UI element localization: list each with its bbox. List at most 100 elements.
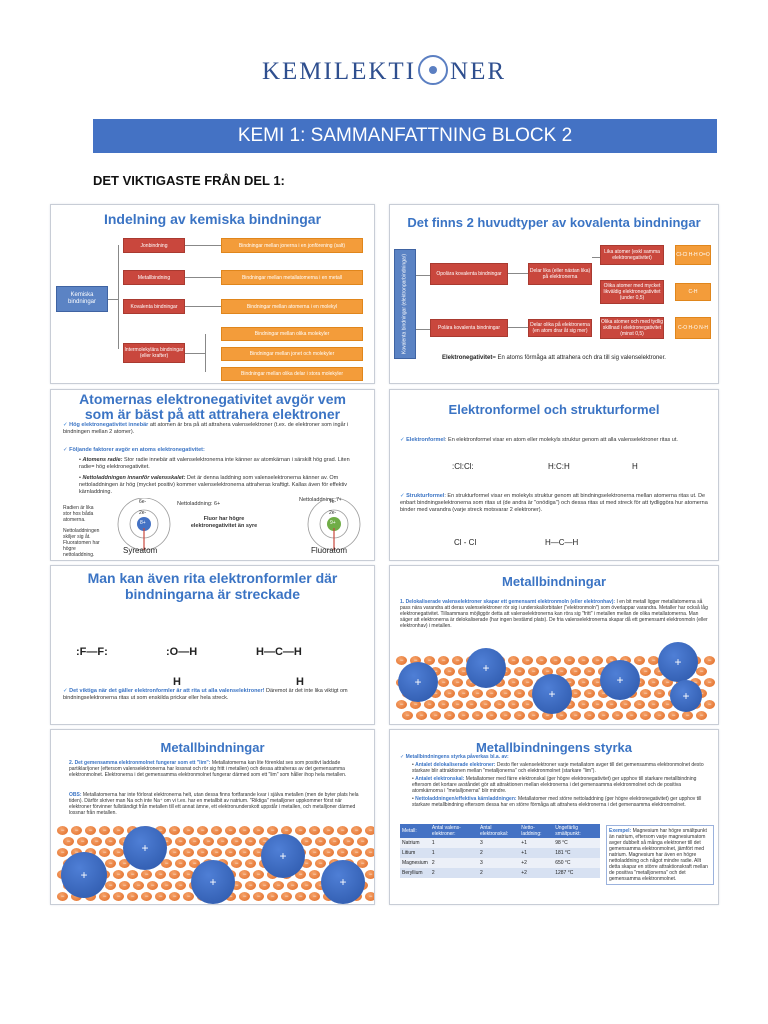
electron-icon: −: [578, 656, 590, 665]
electron-icon: −: [438, 656, 450, 665]
electron-icon: −: [309, 892, 321, 901]
electron-icon: −: [536, 656, 548, 665]
electron-icon: −: [267, 826, 279, 835]
electron-icon: −: [281, 892, 293, 901]
table-cell: 2: [478, 868, 520, 878]
electron-icon: −: [668, 711, 680, 720]
sub-text: Stor radie innebär att valenselektronern…: [79, 457, 350, 470]
panel-electronegativity: Atomernas elektronegativitet avgör vem s…: [50, 389, 375, 561]
table-cell: Natrium: [400, 838, 430, 848]
definition-text: = En atoms förmåga att attrahera och dra…: [492, 355, 666, 361]
page-title-banner: KEMI 1: SAMMANFATTNING BLOCK 2: [93, 119, 717, 153]
electron-icon: −: [438, 700, 450, 709]
panel-title: Metallbindningar: [160, 740, 265, 755]
table-cell: 1287 °C: [553, 868, 600, 878]
electron-icon: −: [183, 826, 195, 835]
electron-icon: −: [127, 892, 139, 901]
electron-icon: −: [438, 678, 450, 687]
electron-icon: −: [57, 848, 69, 857]
electron-icon: −: [522, 678, 534, 687]
connector: [592, 257, 600, 258]
table-cell: 3: [478, 838, 520, 848]
atom-label-f: Fluoratom: [311, 546, 348, 555]
panel-title: Man kan även rita elektronformler där bi…: [87, 570, 338, 602]
electron-icon: −: [508, 678, 520, 687]
electron-icon: −: [410, 700, 422, 709]
electron-formula-h: H: [632, 462, 638, 471]
electron-icon: −: [91, 837, 103, 846]
electron-icon: −: [472, 689, 484, 698]
logo-text-right: NER: [450, 58, 507, 85]
connector: [118, 245, 119, 349]
example-box: C-H: [675, 283, 711, 301]
electron-icon: −: [500, 689, 512, 698]
molecule-oh: :O—H: [166, 646, 198, 658]
factor-net-charge: • Nettoladdningen/effektiva kärnladdning…: [412, 796, 702, 808]
electron-icon: −: [273, 881, 285, 890]
bullet-factors: ✓ Följande faktorer avgör en atoms elekt…: [63, 447, 205, 453]
electron-icon: −: [113, 870, 125, 879]
electron-icon: −: [528, 711, 540, 720]
electron-icon: −: [640, 711, 652, 720]
metal-ion-icon: +: [321, 860, 365, 904]
panel-dashed-bonds: Man kan även rita elektronformler där bi…: [50, 565, 375, 725]
panel-title: Elektronformel och strukturformel: [448, 402, 660, 417]
obs-bold: OBS:: [69, 792, 82, 798]
electron-icon: −: [99, 892, 111, 901]
metal-ion-icon: +: [123, 826, 167, 870]
type-box: Opolära kovalenta bindningar: [430, 263, 508, 285]
panel-covalent-types: Det finns 2 huvudtyper av kovalenta bind…: [389, 204, 719, 384]
electron-icon: −: [239, 826, 251, 835]
electron-icon: −: [175, 837, 187, 846]
connector: [508, 327, 528, 328]
electron-icon: −: [472, 711, 484, 720]
electron-icon: −: [528, 667, 540, 676]
electron-icon: −: [295, 826, 307, 835]
note-charge: Nettoladdningen skiljer sig åt. Fluorato…: [63, 528, 100, 558]
electron-icon: −: [99, 826, 111, 835]
panel-title: Atomernas elektronegativitet avgör vem s…: [79, 391, 346, 422]
panel-title: Indelning av kemiska bindningar: [103, 211, 322, 227]
electron-icon: −: [155, 826, 167, 835]
electron-icon: −: [514, 711, 526, 720]
electron-icon: −: [105, 859, 117, 868]
electronegativity-definition: Elektronegativitet= En atoms förmåga att…: [390, 355, 718, 361]
electron-icon: −: [231, 859, 243, 868]
example-box: Exempel: Magnesium har högre smältpunkt …: [606, 825, 714, 885]
electron-icon: −: [598, 711, 610, 720]
sub-bullet-radius: • Atomens radie: Stor radie innebär att …: [79, 457, 350, 470]
point-text: Metallatomerna kan lite förenklat ses so…: [69, 760, 347, 778]
electron-icon: −: [113, 892, 125, 901]
electron-icon: −: [444, 689, 456, 698]
electron-icon: −: [592, 678, 604, 687]
electron-icon: −: [648, 700, 660, 709]
molecule-oh-h: H: [173, 676, 181, 688]
electron-icon: −: [329, 837, 341, 846]
electron-icon: −: [77, 837, 89, 846]
bullet-bold: Följande faktorer avgör en atoms elektro…: [69, 447, 205, 453]
electron-icon: −: [239, 870, 251, 879]
connector: [185, 277, 221, 278]
electron-icon: −: [155, 870, 167, 879]
electron-icon: −: [245, 859, 257, 868]
electron-icon: −: [343, 837, 355, 846]
electron-icon: −: [295, 892, 307, 901]
lead-text: Metallbindningens styrka påverkas bl.a. …: [405, 754, 509, 760]
electron-icon: −: [458, 667, 470, 676]
desc-box: Bindningar mellan atomerna i en molekyl: [221, 299, 363, 314]
electron-icon: −: [570, 667, 582, 676]
electron-icon: −: [63, 837, 75, 846]
electron-icon: −: [704, 678, 716, 687]
mid-box: Delar olika på elektronerna (en atom dra…: [528, 319, 592, 337]
electron-icon: −: [169, 870, 181, 879]
electron-sea-illustration: −−−−−−−−−−−−−−−−−−−−−−−−−−−−−−−−−−−−−−−−…: [51, 822, 374, 904]
electron-icon: −: [287, 881, 299, 890]
electron-icon: −: [564, 656, 576, 665]
atom-diagrams: [117, 498, 361, 551]
logo-ring-icon: [418, 55, 449, 86]
right-box: Olika atomer och med tydlig skillnad i e…: [600, 317, 664, 339]
table-cell: 3: [478, 858, 520, 868]
